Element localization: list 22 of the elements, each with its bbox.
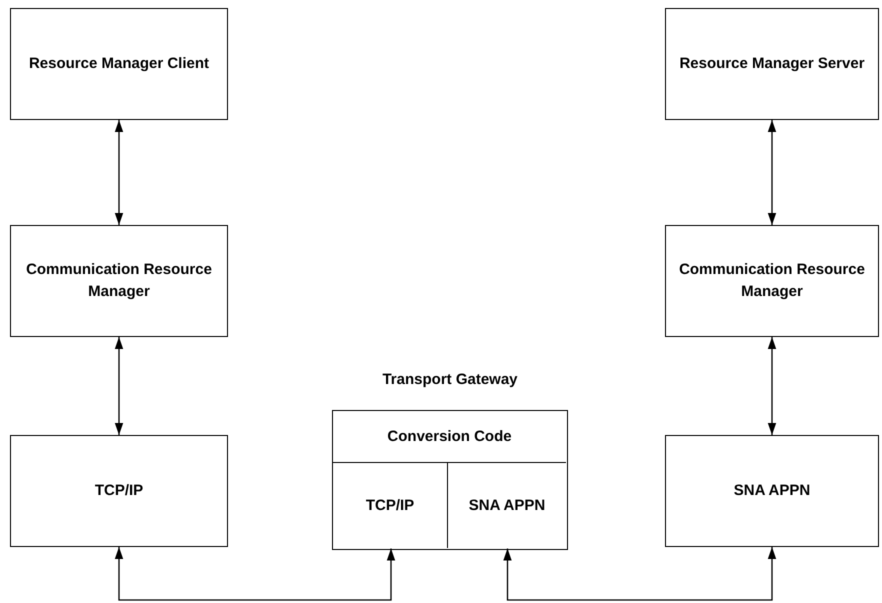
box-label: Communication Resource Manager: [678, 260, 866, 302]
box-label: TCP/IP: [364, 496, 416, 516]
double-arrow: [114, 337, 124, 435]
box-label: Resource Manager Server: [678, 54, 866, 74]
double-arrow: [768, 120, 776, 225]
double-arrow: [114, 120, 124, 225]
process-box: [665, 8, 879, 120]
process-box: [10, 225, 228, 337]
process-box: [10, 435, 228, 547]
gateway-heading: Transport Gateway: [381, 370, 519, 390]
box-label: Communication Resource Manager: [25, 260, 213, 302]
box-label: TCP/IP: [94, 481, 144, 502]
box-label: Resource Manager Client: [28, 54, 210, 74]
double-arrow: [503, 547, 776, 601]
box-label: Conversion Code: [386, 426, 513, 447]
process-box: [665, 435, 879, 547]
box-label: SNA APPN: [468, 496, 546, 516]
double-arrow: [768, 337, 776, 435]
box-label: SNA APPN: [732, 481, 812, 502]
process-box: [665, 225, 879, 337]
process-box: [10, 8, 228, 120]
double-arrow: [114, 547, 396, 601]
